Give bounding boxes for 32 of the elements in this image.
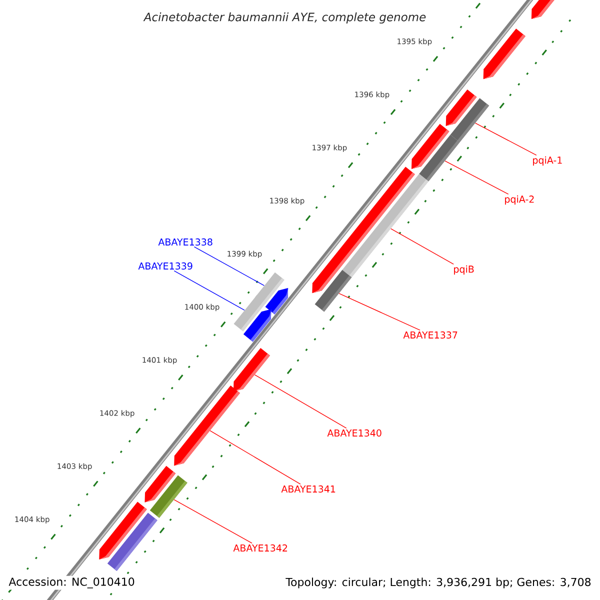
leader-line xyxy=(210,430,301,485)
gene-label: ABAYE1339 xyxy=(138,262,192,270)
footer-text: Accession: NC_010410 xyxy=(7,576,136,590)
gene-label: pqiA-1 xyxy=(533,156,562,166)
gene-label: pqiB xyxy=(454,265,474,275)
gene-feature xyxy=(265,288,288,314)
gene-label: ABAYE1340 xyxy=(327,429,382,437)
leader-line xyxy=(390,228,454,265)
gene-feature xyxy=(483,28,526,80)
gene-label: pqiA-2 xyxy=(505,195,534,205)
leader-line xyxy=(338,293,420,331)
gene-label: ABAYE1342 xyxy=(233,544,288,552)
gene-feature xyxy=(411,124,450,169)
gene-label: ABAYE1338 xyxy=(158,238,212,246)
leader-line xyxy=(174,499,252,544)
gene-feature xyxy=(107,512,158,571)
gene-feature xyxy=(150,475,188,518)
gene-label: ABAYE1341 xyxy=(281,485,336,493)
footer-text: Topology: circular; Length: 3,936,291 bp; Genes: 3,708 xyxy=(284,576,593,590)
gene-feature xyxy=(233,348,270,392)
gene-feature xyxy=(174,385,240,466)
leader-line xyxy=(444,160,509,195)
gene-feature xyxy=(314,270,352,312)
gene-feature xyxy=(450,98,490,142)
leader-line xyxy=(474,122,537,156)
gene-feature xyxy=(243,309,272,342)
leader-line xyxy=(174,270,245,310)
leader-line xyxy=(194,246,265,286)
leader-line xyxy=(254,374,347,429)
gene-feature xyxy=(342,174,428,278)
gene-label: ABAYE1337 xyxy=(403,331,458,339)
title: Acinetobacter baumannii AYE, complete genome xyxy=(143,12,426,24)
